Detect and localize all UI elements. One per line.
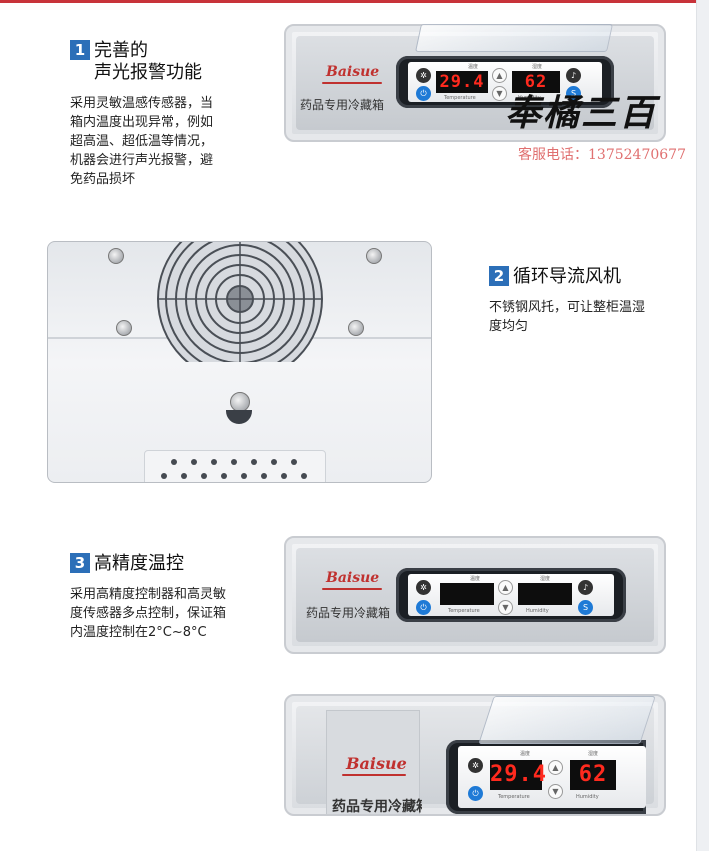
description-line: 采用灵敏温感传感器，当 (70, 96, 214, 111)
top-border (0, 0, 700, 3)
description-line: 免药品损坏 (70, 172, 136, 187)
digital-controller: ✲ ⏻ 温度 29.4 Temperature ▲ ▼ 湿度 62 Humidi… (446, 740, 646, 814)
up-arrow-icon: ▲ (498, 580, 513, 595)
panel-label-partial: 药品专用冷藏箱 (332, 799, 422, 815)
down-arrow-icon: ▼ (492, 86, 507, 101)
sensor-hole (226, 410, 252, 424)
temperature-caption: Temperature (498, 794, 530, 800)
brand-logo: Baisue (346, 754, 407, 773)
clear-cover (415, 24, 613, 52)
brand-swoosh (342, 774, 406, 776)
description-line: 度传感器多点控制，保证箱 (70, 606, 227, 621)
screw-icon (348, 320, 364, 336)
hum-cn-label: 湿度 (532, 64, 543, 70)
right-edge-strip (696, 0, 709, 851)
feature-number-badge: 2 (489, 266, 509, 286)
description-line: 内温度控制在2°C~8°C (70, 625, 207, 640)
panel-label: 药品专用冷藏箱 (306, 606, 391, 620)
feature-title-line2: 声光报警功能 (94, 62, 202, 83)
watermark-logo: 奉橘三百 (505, 92, 658, 134)
alarm-icon: ♪ (578, 580, 593, 595)
control-panel-photo-1: Baisue 药品专用冷藏箱 ✲ ⏻ 温度 29.4 Temperature ▲… (284, 24, 666, 142)
humidity-display: 62 (512, 71, 560, 93)
feature-title: 循环导流风机 (513, 266, 621, 287)
hum-cn-label: 湿度 (588, 751, 599, 757)
brand-swoosh (322, 82, 382, 84)
humidity-display: 62 (570, 760, 616, 790)
temp-cn-label: 温度 (468, 64, 479, 70)
description-line: 度均匀 (489, 319, 529, 334)
mode-icon: ✲ (468, 758, 483, 773)
down-arrow-icon: ▼ (548, 784, 563, 799)
brand-logo: Baisue (326, 64, 380, 80)
digital-controller: ✲ ⏻ 温度 Temperature ▲ ▼ 湿度 Humidity ♪ S (396, 568, 626, 622)
description-line: 箱内温度出现异常，例如 (70, 115, 214, 130)
power-icon: ⏻ (416, 600, 431, 615)
down-arrow-icon: ▼ (498, 600, 513, 615)
temperature-caption: Temperature (448, 608, 480, 614)
watermark-phone: 客服电话：13752470677 (518, 147, 686, 163)
control-panel-photo-2: Baisue 药品专用冷藏箱 ✲ ⏻ 温度 Temperature ▲ ▼ 湿度… (284, 536, 666, 654)
feature-number-badge: 3 (70, 553, 90, 573)
controller-face: ✲ ⏻ 温度 29.4 Temperature ▲ ▼ 湿度 62 Humidi… (458, 746, 646, 808)
description-line: 超高温、超低温等情况， (70, 134, 214, 149)
mode-icon: ✲ (416, 580, 431, 595)
set-icon: S (578, 600, 593, 615)
controller-face: ✲ ⏻ 温度 29.4 Temperature ▲ ▼ 湿度 62 Humidi… (408, 62, 602, 102)
alarm-icon: ♪ (566, 68, 581, 83)
digital-controller: ✲ ⏻ 温度 29.4 Temperature ▲ ▼ 湿度 62 Humidi… (396, 56, 614, 108)
description-line: 采用高精度控制器和高灵敏 (70, 587, 227, 602)
screw-icon (230, 392, 250, 412)
feature-precision-description: 采用高精度控制器和高灵敏 度传感器多点控制，保证箱 内温度控制在2°C~8°C (70, 585, 275, 642)
vent-panel (144, 450, 326, 482)
temperature-display: 29.4 (436, 71, 488, 93)
controller-face: ✲ ⏻ 温度 Temperature ▲ ▼ 湿度 Humidity ♪ S (408, 574, 614, 616)
up-arrow-icon: ▲ (548, 760, 563, 775)
feature-alarm-description: 采用灵敏温感传感器，当 箱内温度出现异常，例如 超高温、超低温等情况， 机器会进… (70, 94, 275, 189)
screw-icon (108, 248, 124, 264)
feature-title: 高精度温控 (94, 553, 184, 574)
power-icon: ⏻ (416, 86, 431, 101)
power-icon: ⏻ (468, 786, 483, 801)
feature-number-badge: 1 (70, 40, 90, 60)
brand-swoosh (322, 588, 382, 590)
feature-fan-description: 不锈钢风托，可让整柜温湿 度均匀 (489, 298, 689, 336)
temperature-caption: Temperature (444, 95, 476, 101)
temp-cn-label: 温度 (470, 576, 481, 582)
panel-label: 药品专用冷藏箱 (300, 98, 385, 112)
temperature-display-off (440, 583, 494, 605)
control-panel-photo-3: Baisue 药品专用冷藏箱 ✲ ⏻ 温度 29.4 Temperature ▲… (284, 694, 666, 816)
mode-icon: ✲ (416, 68, 431, 83)
clear-cover (478, 696, 656, 744)
screw-icon (366, 248, 382, 264)
fan-grill-icon (157, 242, 323, 362)
humidity-caption: Humidity (526, 608, 549, 614)
feature-title-line1: 完善的 (94, 40, 148, 61)
fan-photo (47, 241, 432, 483)
humidity-caption: Humidity (518, 95, 541, 101)
description-line: 不锈钢风托，可让整柜温湿 (489, 300, 646, 315)
description-line: 机器会进行声光报警，避 (70, 153, 214, 168)
temp-cn-label: 温度 (520, 751, 531, 757)
hum-cn-label: 湿度 (540, 576, 551, 582)
up-arrow-icon: ▲ (492, 68, 507, 83)
humidity-display-off (518, 583, 572, 605)
temperature-display: 29.4 (490, 760, 546, 790)
label-plate (326, 710, 420, 814)
set-icon: S (566, 86, 581, 101)
brand-logo: Baisue (326, 570, 380, 586)
humidity-caption: Humidity (576, 794, 599, 800)
screw-icon (116, 320, 132, 336)
